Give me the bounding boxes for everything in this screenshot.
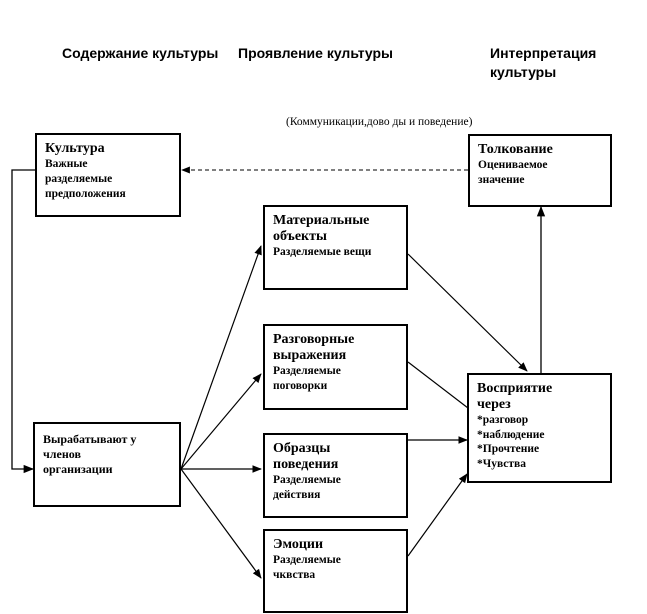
arrow-culture-to-members: [11, 169, 35, 474]
box-title: Эмоции: [273, 537, 324, 552]
box-subtitle: Разделяемые: [273, 554, 341, 566]
box-material-objects: Материальные объекты Разделяемые вещи: [263, 205, 408, 290]
box-subtitle: поговорки: [273, 380, 328, 392]
header-line: Содержание: [62, 45, 149, 61]
box-subtitle: членов: [43, 447, 81, 461]
header-line: культуры: [490, 64, 557, 80]
arrow-members-to-material: [180, 245, 262, 470]
box-title: Разговорные: [273, 332, 355, 347]
box-title: объекты: [273, 229, 327, 244]
box-members: Вырабатывают у членов организации: [33, 422, 181, 507]
box-subtitle: организации: [43, 462, 113, 476]
box-title: через: [477, 397, 511, 412]
header-line: Проявление: [238, 45, 323, 61]
box-subtitle: предположения: [45, 188, 126, 200]
box-emotions: Эмоции Разделяемые чквства: [263, 529, 408, 613]
header-culture-manifestation: Проявление культуры: [238, 44, 393, 63]
header-culture-interpretation: Интерпретация культуры: [490, 44, 647, 82]
box-subtitle: действия: [273, 489, 321, 501]
box-behavior: Образцы поведения Разделяемые действия: [263, 433, 408, 518]
box-subtitle: Разделяемые: [273, 365, 341, 377]
arrow-emotions-to-perception: [407, 473, 468, 557]
arrow-members-to-speech: [180, 373, 262, 470]
box-title: выражения: [273, 348, 347, 363]
box-culture: Культура Важные разделяемые предположени…: [35, 133, 181, 217]
note-line: (Коммуникации,дово: [286, 116, 390, 128]
box-title: Материальные: [273, 213, 370, 228]
box-speech: Разговорные выражения Разделяемые погово…: [263, 324, 408, 410]
box-subtitle: Важные: [45, 158, 88, 170]
header-culture-content: Содержание культуры: [62, 44, 218, 63]
box-title: Образцы: [273, 441, 331, 456]
box-subtitle: Разделяемые: [273, 474, 341, 486]
arrow-material-to-perception: [407, 253, 528, 372]
box-subtitle: *наблюдение: [477, 428, 545, 441]
box-subtitle: Вырабатывают у: [43, 432, 137, 446]
box-subtitle: разделяемые: [45, 173, 113, 185]
box-title: Толкование: [478, 142, 553, 157]
box-subtitle: *Прочтение: [477, 443, 540, 455]
box-interpretation: Толкование Оцениваемое значение: [468, 134, 612, 207]
communications-note: (Коммуникации,дово ды и поведение): [286, 115, 472, 130]
header-line: Интерпретация: [490, 45, 597, 61]
note-line: ды и поведение): [392, 116, 473, 128]
box-title: Восприятие: [477, 381, 553, 396]
box-subtitle: Разделяемые вещи: [273, 246, 372, 258]
box-subtitle: *разговор: [477, 414, 529, 426]
box-title: поведения: [273, 457, 339, 472]
header-line: культуры: [152, 45, 219, 61]
header-line: культуры: [326, 45, 394, 61]
box-subtitle: чквства: [273, 569, 316, 581]
box-perception: Восприятие через *разговор *наблюдение *…: [467, 373, 612, 483]
box-subtitle: значение: [478, 174, 525, 186]
arrow-members-to-emotions: [180, 468, 262, 579]
box-subtitle: *Чувства: [477, 457, 527, 470]
box-subtitle: Оцениваемое: [478, 159, 548, 171]
box-title: Культура: [45, 141, 105, 156]
